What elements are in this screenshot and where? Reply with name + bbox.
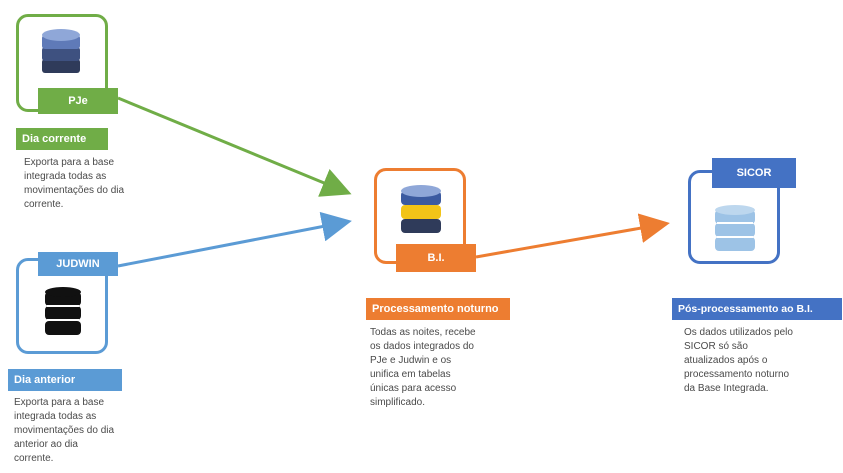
pje-tag: PJe — [38, 88, 118, 114]
arrow-judwin-to-bi — [117, 211, 352, 268]
arrow-pje-to-bi — [117, 96, 352, 197]
pje-node — [16, 14, 108, 112]
judwin-header: Dia anterior — [8, 369, 122, 391]
bi-header: Processamento noturno — [366, 298, 510, 320]
database-icon — [42, 29, 80, 73]
sicor-description: Os dados utilizados pelo SICOR só são at… — [684, 327, 793, 394]
pje-description: Exporta para a base integrada todas as m… — [24, 157, 125, 210]
sicor-header: Pós-processamento ao B.I. — [672, 298, 842, 320]
bi-tag: B.I. — [396, 244, 476, 272]
database-icon — [45, 287, 81, 335]
judwin-description: Exporta para a base integrada todas as m… — [14, 397, 115, 464]
database-icon — [401, 185, 441, 233]
pje-header: Dia corrente — [16, 128, 108, 150]
judwin-tag: JUDWIN — [38, 252, 118, 276]
bi-description: Todas as noites, recebe os dados integra… — [370, 327, 476, 408]
database-icon — [715, 205, 755, 251]
arrow-bi-to-sicor — [475, 213, 670, 259]
sicor-tag: SICOR — [712, 158, 796, 188]
